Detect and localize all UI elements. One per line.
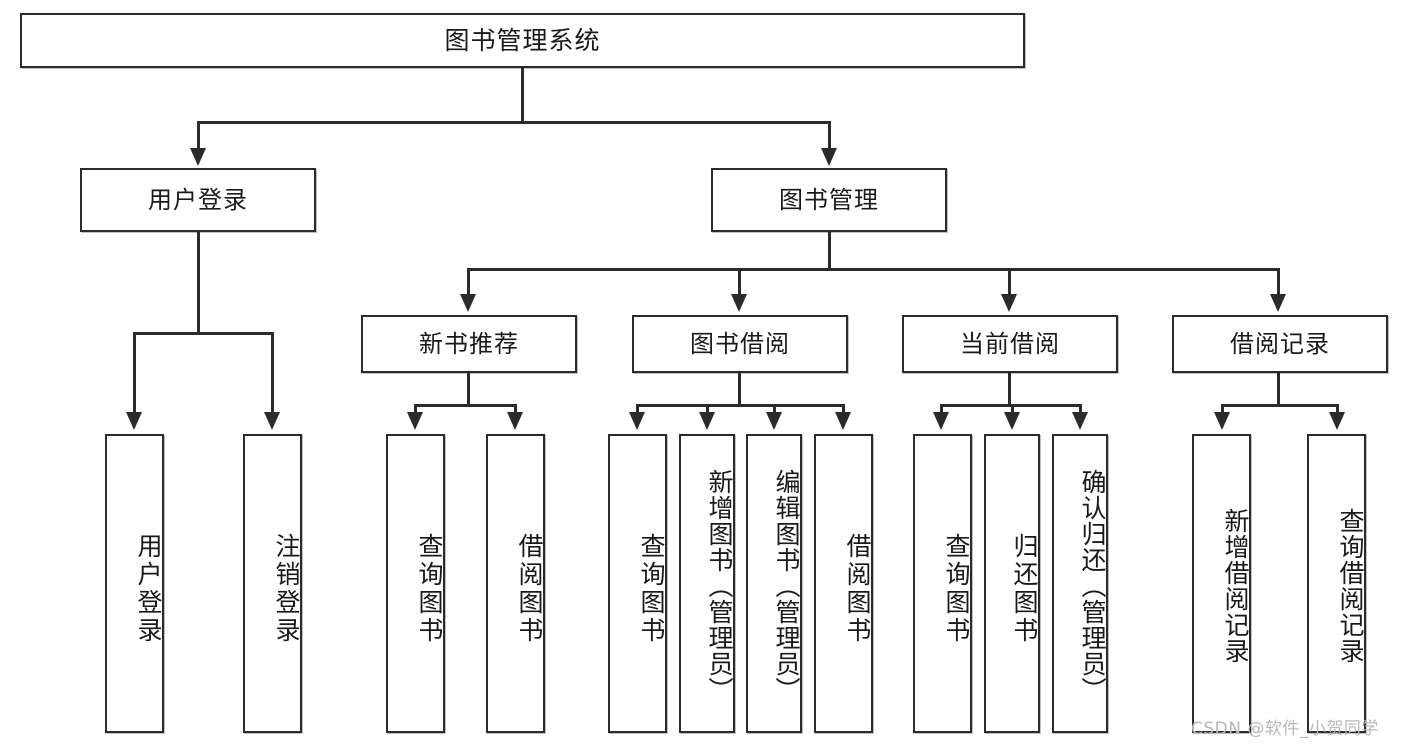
node-leaf-query-book-recommend[interactable]: 查询图书 (386, 434, 445, 733)
node-leaf-query-book-borrow[interactable]: 查询图书 (608, 434, 667, 733)
node-leaf-borrow-book-recommend[interactable]: 借阅图书 (486, 434, 545, 733)
edge-book-borrow-bus (637, 404, 843, 407)
edge-drop-leaf-user-logout (271, 332, 274, 414)
edge-book-manage-stem (828, 232, 831, 270)
edge-new-book-recommend-stem (467, 373, 470, 406)
edge-level2-bus (468, 268, 1278, 271)
edge-current-borrow-stem (1008, 373, 1011, 406)
edge-borrow-record-stem (1277, 373, 1280, 406)
arrow-down-icon-leaf-user-login (126, 412, 142, 430)
edge-drop-book-manage (828, 121, 831, 151)
arrow-down-icon-new-book-recommend (460, 294, 476, 312)
edge-drop-leaf-borrow-book (842, 404, 845, 415)
node-leaf-user-login[interactable]: 用户登录 (105, 434, 164, 733)
arrow-down-icon-leaf-edit-book-admin (766, 412, 782, 430)
edge-drop-leaf-add-book-admin (706, 404, 709, 415)
csdn-watermark: CSDN @软件_小贺同学 (1191, 719, 1379, 739)
arrow-down-icon-leaf-user-logout (264, 412, 280, 430)
node-current-borrow[interactable]: 当前借阅 (902, 315, 1118, 373)
node-leaf-return-book[interactable]: 归还图书 (984, 434, 1040, 733)
arrow-down-icon-book-borrow (731, 294, 747, 312)
arrow-down-icon-leaf-confirm-return-admin (1072, 412, 1088, 430)
edge-user-login-bus (133, 332, 273, 335)
node-borrow-record[interactable]: 借阅记录 (1172, 315, 1388, 373)
arrow-down-icon-leaf-query-borrow-record (1329, 412, 1345, 430)
node-leaf-user-logout[interactable]: 注销登录 (243, 434, 302, 733)
arrow-down-icon-current-borrow (1001, 294, 1017, 312)
edge-drop-leaf-query-borrow-record (1336, 404, 1339, 415)
arrow-down-icon-book-manage (821, 148, 837, 166)
edge-drop-borrow-record (1277, 268, 1280, 295)
edge-drop-leaf-borrow-book-recommend (514, 404, 517, 415)
node-leaf-borrow-book[interactable]: 借阅图书 (814, 434, 873, 733)
edge-drop-leaf-return-book (1011, 404, 1014, 415)
arrow-down-icon-leaf-query-book-borrow (629, 412, 645, 430)
node-user-login[interactable]: 用户登录 (80, 168, 316, 232)
edge-book-borrow-stem (738, 373, 741, 406)
edge-current-borrow-bus (941, 404, 1080, 407)
node-leaf-add-borrow-record[interactable]: 新增借阅记录 (1192, 434, 1251, 733)
arrow-down-icon-leaf-add-book-admin (699, 412, 715, 430)
node-leaf-edit-book-admin[interactable]: 编辑图书（管理员） (746, 434, 802, 733)
arrow-down-icon-leaf-borrow-book (835, 412, 851, 430)
edge-user-login-stem (197, 232, 200, 333)
node-leaf-query-borrow-record[interactable]: 查询借阅记录 (1307, 434, 1366, 733)
edge-new-book-recommend-bus (415, 404, 517, 407)
arrow-down-icon-leaf-return-book (1004, 412, 1020, 430)
arrow-down-icon-user-login (190, 148, 206, 166)
edge-level1-bus (198, 121, 830, 124)
node-book-borrow[interactable]: 图书借阅 (632, 315, 848, 373)
arrow-down-icon-leaf-add-borrow-record (1214, 412, 1230, 430)
edge-drop-book-borrow (738, 268, 741, 295)
edge-root-stem (521, 68, 524, 122)
edge-drop-leaf-add-borrow-record (1221, 404, 1224, 415)
edge-drop-leaf-query-book-borrow (636, 404, 639, 415)
edge-drop-new-book-recommend (467, 268, 470, 295)
arrow-down-icon-leaf-query-book-recommend (407, 412, 423, 430)
arrow-down-icon-leaf-borrow-book-recommend (507, 412, 523, 430)
arrow-down-icon-leaf-query-book-current (933, 412, 949, 430)
edge-drop-current-borrow (1008, 268, 1011, 295)
node-leaf-confirm-return-admin[interactable]: 确认归还（管理员） (1052, 434, 1108, 733)
edge-borrow-record-bus (1222, 404, 1338, 407)
node-leaf-query-book-current[interactable]: 查询图书 (913, 434, 972, 733)
edge-drop-leaf-user-login (133, 332, 136, 414)
node-leaf-add-book-admin[interactable]: 新增图书（管理员） (679, 434, 735, 733)
edge-drop-leaf-query-book-current (940, 404, 943, 415)
edge-drop-user-login (197, 121, 200, 151)
arrow-down-icon-borrow-record (1270, 294, 1286, 312)
edge-drop-leaf-query-book-recommend (414, 404, 417, 415)
node-new-book-recommend[interactable]: 新书推荐 (361, 315, 577, 373)
node-book-manage[interactable]: 图书管理 (711, 168, 947, 232)
edge-drop-leaf-edit-book-admin (773, 404, 776, 415)
node-root-system[interactable]: 图书管理系统 (20, 13, 1025, 68)
edge-drop-leaf-confirm-return-admin (1079, 404, 1082, 415)
